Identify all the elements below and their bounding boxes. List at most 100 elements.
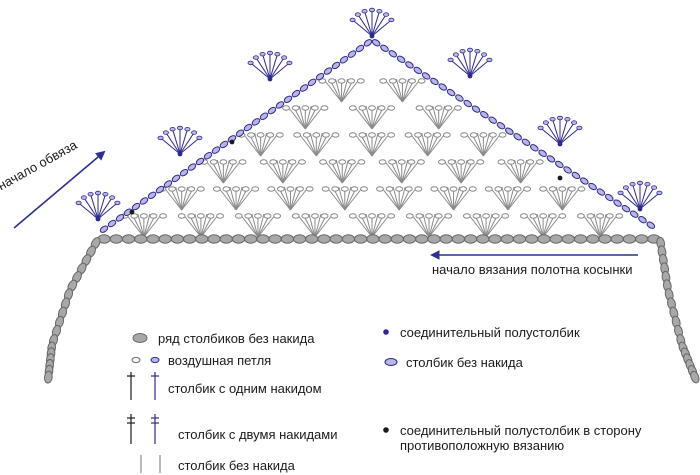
base-sc-stitch <box>292 234 307 244</box>
fan-spoke <box>395 159 403 184</box>
fan-spoke <box>341 78 349 103</box>
fan-spoke <box>257 213 265 238</box>
fan-spoke <box>502 159 522 184</box>
base-sc-stitch <box>476 234 490 244</box>
base-sc-stitch <box>512 234 527 244</box>
edging-chain-stitch <box>107 219 117 228</box>
scallop-spoke <box>179 137 200 155</box>
base-sc-stitch <box>451 234 466 244</box>
scallop-tip-stitch <box>114 200 121 206</box>
edging-chain-stitch <box>396 55 406 64</box>
scallop-tip-stitch <box>80 195 87 200</box>
scallop-tip-stitch <box>466 47 473 53</box>
scallop-tip-stitch <box>162 130 169 135</box>
fan-spoke <box>599 213 619 238</box>
chain-stitch <box>577 213 585 219</box>
legend-label-sc: столбик без накида <box>178 458 295 473</box>
chain-stitch <box>322 132 330 138</box>
chain-stitch <box>484 186 493 192</box>
base-sc-stitch <box>634 234 649 244</box>
fan-spoke <box>296 213 316 238</box>
chain-stitch <box>241 186 250 192</box>
chain-stitch <box>379 78 388 84</box>
chain-stitch <box>229 159 237 165</box>
base-sc-stitch <box>598 234 612 244</box>
edging-chain-stitch <box>283 95 293 104</box>
scallop-tip-stitch <box>109 195 116 200</box>
chain-stitch <box>360 186 368 192</box>
chain-stitch <box>434 213 443 219</box>
scallop-spoke <box>559 119 568 145</box>
scallop-tip-stitch <box>196 135 203 141</box>
slip-stitch-dot <box>95 216 101 222</box>
fan-spoke <box>304 105 324 130</box>
edging-chain-stitch <box>621 204 631 213</box>
chain-stitch <box>368 213 376 219</box>
scallop-tip-stitch <box>87 191 94 197</box>
chain-stitch <box>460 132 469 138</box>
chain-stitch <box>405 213 414 219</box>
fan-spoke <box>335 159 343 184</box>
base-sc-stitch <box>329 234 343 244</box>
scallop-spoke <box>371 19 392 37</box>
base-sc-stitch <box>366 234 380 244</box>
chain-stitch <box>479 132 488 138</box>
base-sc-stitch <box>121 234 136 244</box>
fan-spoke <box>464 132 484 157</box>
chain-stitch <box>398 78 407 84</box>
base-sc-stitch <box>219 234 233 244</box>
scallop-spoke <box>269 54 278 80</box>
chain-stitch <box>415 105 424 111</box>
fan-spoke <box>235 186 255 211</box>
fan-spoke <box>542 213 562 238</box>
edging-chain-stitch <box>331 61 341 70</box>
fan-spoke <box>344 186 364 211</box>
fan-spoke <box>454 159 462 184</box>
edging-chain-stitch <box>251 118 261 126</box>
scallop-tip-stitch <box>169 126 176 132</box>
edging-chain-stitch <box>235 129 245 137</box>
scallop-spoke <box>469 54 485 77</box>
fan-spoke <box>200 213 220 238</box>
fan-spoke <box>442 159 462 184</box>
fan-spoke <box>460 159 468 184</box>
chain-stitch <box>507 159 515 165</box>
base-sc-stitch <box>390 234 405 244</box>
fan-spoke <box>137 213 145 238</box>
legend-label-tr: столбик с двумя накидами <box>178 427 338 442</box>
scallop-tip-stitch <box>252 55 259 60</box>
chain-stitch <box>489 132 497 138</box>
fan-spoke <box>323 78 342 103</box>
base-sc-stitch <box>500 234 514 244</box>
edging-chain-stitch <box>275 101 285 109</box>
fan-spoke <box>401 78 409 103</box>
direction-arrows <box>13 150 638 260</box>
chain-stitch <box>368 132 376 138</box>
base-sc-stitch <box>280 234 295 244</box>
chain-stitch <box>347 78 356 84</box>
chain-stitch <box>535 159 544 165</box>
base-sc-stitch <box>207 234 221 244</box>
fan-spoke <box>297 132 317 157</box>
chain-stitch <box>444 213 453 219</box>
fan-spoke <box>283 186 291 211</box>
scallop-spoke <box>269 57 285 80</box>
fan-spoke <box>543 186 563 211</box>
scallop-tip-stitch <box>184 126 191 132</box>
fan-spoke <box>402 78 421 103</box>
fan-spoke <box>175 186 183 211</box>
chain-stitch <box>159 213 167 219</box>
fan-spoke <box>485 213 505 238</box>
fan-spoke <box>485 213 493 238</box>
chain-stitch <box>269 159 278 165</box>
chain-stitch <box>288 159 297 165</box>
scallop-spoke <box>179 129 188 155</box>
chain-stitch <box>526 159 535 165</box>
chain-stitch <box>301 213 310 219</box>
base-sc-stitch <box>537 234 551 244</box>
fan-spoke <box>341 159 361 184</box>
chain-stitch <box>320 105 329 111</box>
scallop-tip-stitch <box>75 200 82 206</box>
chain-stitch <box>433 132 442 138</box>
base-sc-stitch <box>170 234 185 244</box>
